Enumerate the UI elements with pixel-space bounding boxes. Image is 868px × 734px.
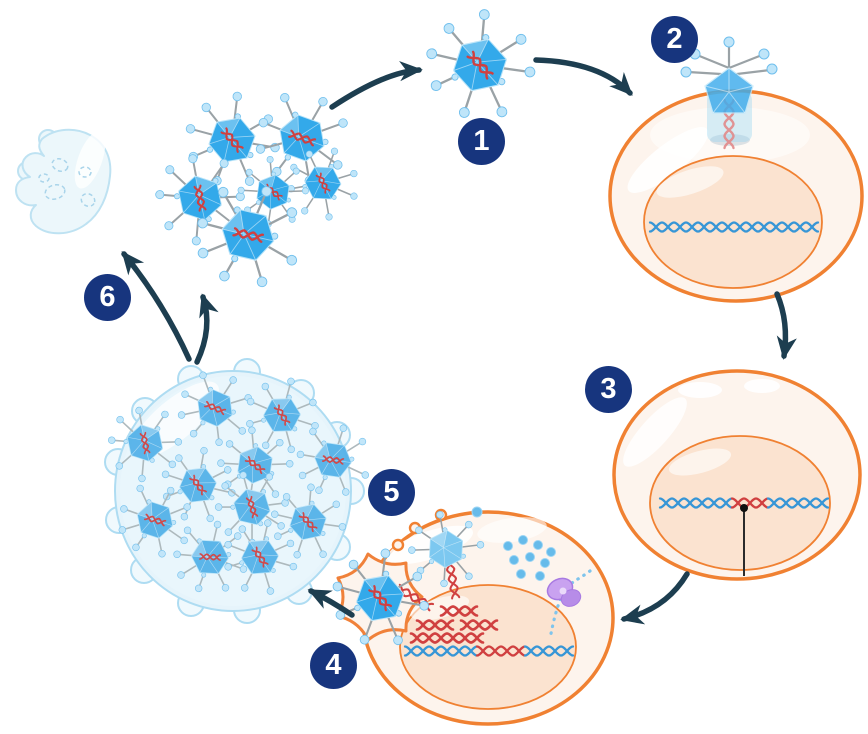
- host-cell-integration: [612, 369, 862, 581]
- assembly-cell: [92, 358, 385, 624]
- arrow-step2-to-step3: [774, 291, 797, 360]
- step-4-badge: 4: [310, 642, 357, 689]
- arrow-step5-to-debris: [121, 250, 192, 362]
- step-2-badge: 2: [651, 16, 698, 63]
- arrow-step5-to-cluster: [194, 293, 219, 365]
- arrow-cluster-to-step1: [329, 60, 423, 110]
- free-phage-icon: [417, 1, 544, 128]
- ribosome: [546, 569, 592, 641]
- attached-phage-icon: [680, 36, 778, 148]
- host-cell-biosynthesis: [361, 506, 615, 726]
- lysed-cell-debris: [15, 128, 112, 235]
- step-3-badge: 3: [585, 366, 632, 413]
- arrow-step1-to-step2: [533, 57, 633, 96]
- step-1-badge: 1: [458, 118, 505, 165]
- released-phage-cluster: [136, 78, 372, 306]
- arrow-step3-to-step4: [620, 571, 690, 625]
- capsid-protein-dots: [503, 535, 556, 581]
- host-cell-attachment: [608, 36, 864, 303]
- step-6-badge: 6: [84, 274, 131, 321]
- phage-icon: [242, 78, 362, 198]
- cycle-arrows: [121, 57, 797, 625]
- debris-holes: [38, 157, 96, 208]
- dna-callout-line: [740, 504, 748, 576]
- arrow-step4-to-step5: [307, 588, 355, 618]
- budding-phage: [323, 540, 439, 656]
- step-5-badge: 5: [368, 469, 415, 516]
